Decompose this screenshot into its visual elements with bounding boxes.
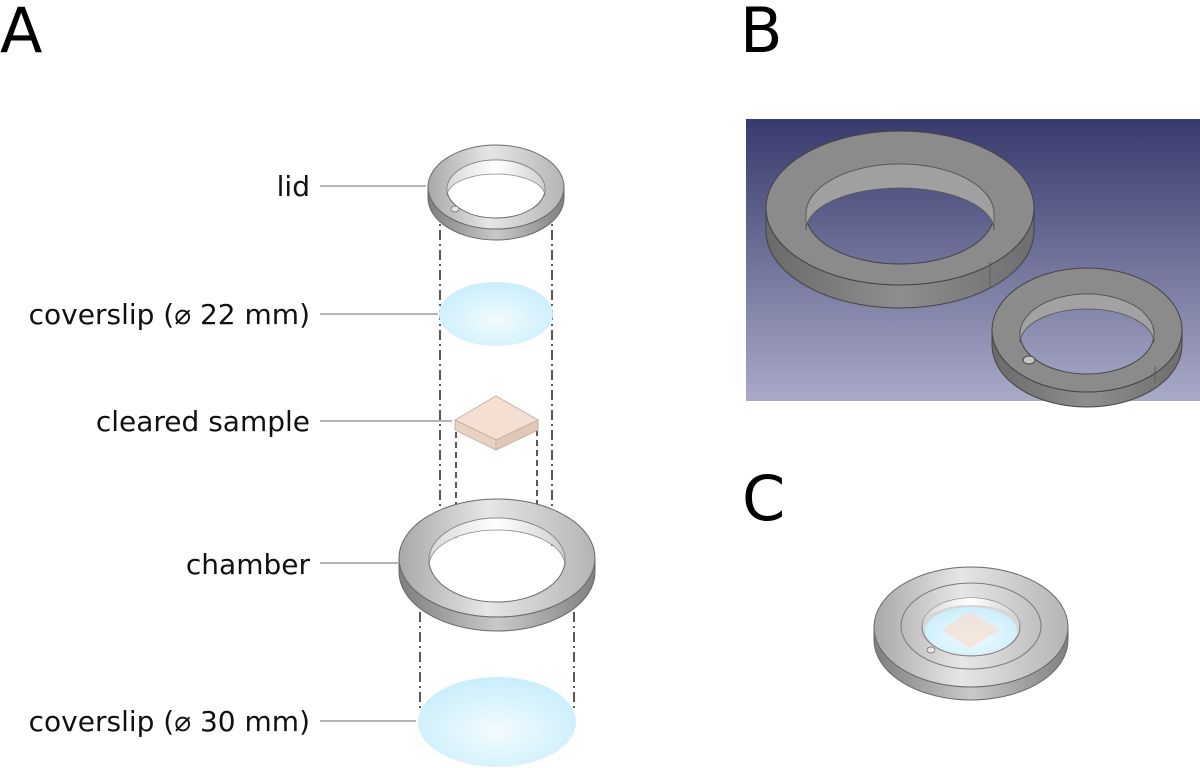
coverslip-small xyxy=(439,282,553,346)
lid-ring xyxy=(427,144,565,241)
label-coverslip-small: coverslip (⌀ 22 mm) xyxy=(29,298,310,331)
lid-hole-icon xyxy=(450,205,460,213)
panel-letter-b: B xyxy=(740,0,783,67)
guide-lines-upper xyxy=(439,210,553,548)
assembled-sample xyxy=(941,612,1000,648)
assembled-lid-outline xyxy=(900,582,1042,670)
label-lid: lid xyxy=(277,170,310,203)
coverslip-large xyxy=(418,677,576,767)
panel-letter-c: C xyxy=(742,462,785,535)
render-chamber-ring xyxy=(765,130,1035,309)
panel-letter-a: A xyxy=(0,0,42,67)
panel-a-exploded-view: lid coverslip (⌀ 22 mm) cleared sample c… xyxy=(29,144,596,767)
label-cleared-sample: cleared sample xyxy=(96,405,310,438)
guide-lines-lower xyxy=(419,592,575,712)
panel-c-assembled-view xyxy=(873,566,1069,701)
render-lid-ring xyxy=(991,267,1183,408)
label-coverslip-large: coverslip (⌀ 30 mm) xyxy=(29,705,310,738)
chamber-ring xyxy=(398,498,596,632)
leader-lines xyxy=(320,185,452,722)
assembled-hole-icon xyxy=(926,646,936,654)
panel-b-3d-render xyxy=(746,119,1200,408)
label-chamber: chamber xyxy=(186,548,311,581)
render-lid-hole-icon xyxy=(1022,355,1036,365)
cleared-sample xyxy=(453,395,540,451)
